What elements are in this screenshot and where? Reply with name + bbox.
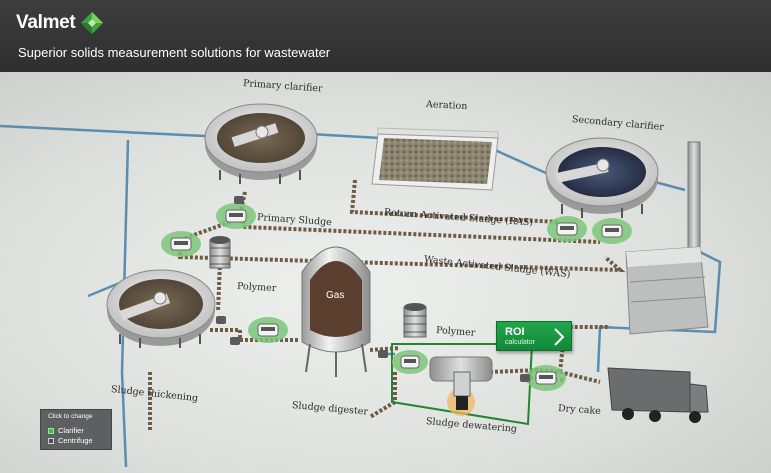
plant-diagram xyxy=(0,103,722,468)
sensor-markers xyxy=(161,203,632,391)
chevron-right-icon xyxy=(553,327,565,352)
dewatering-zone xyxy=(391,343,534,426)
pumps xyxy=(216,196,530,382)
toggle-title: Click to change xyxy=(48,413,93,420)
roi-title: ROI xyxy=(505,326,525,338)
label-gas: Gas xyxy=(326,290,345,301)
sensor-thickener-feed xyxy=(161,231,201,257)
aeration-basin xyxy=(371,127,499,191)
sensor-dewatering-feed xyxy=(392,350,428,374)
page-subtitle: Superior solids measurement solutions fo… xyxy=(18,45,331,60)
polymer-tank-1 xyxy=(209,236,231,269)
sensor-ras-2 xyxy=(592,218,632,244)
valmet-diamond-icon xyxy=(79,10,105,36)
option-centrifuge[interactable]: Centrifuge xyxy=(48,436,93,445)
plant-scene: Primary clarifier Aeration Secondary cla… xyxy=(0,72,771,473)
roi-calculator-button[interactable]: ROI calculator xyxy=(496,321,572,351)
label-polymer-1: Polymer xyxy=(236,281,277,295)
sensor-digester-feed xyxy=(248,317,288,343)
valmet-logo: Valmet xyxy=(16,10,105,36)
roi-subtitle: calculator xyxy=(505,339,535,346)
power-building xyxy=(625,141,709,335)
sensor-filtrate xyxy=(526,365,566,391)
radio-clarifier[interactable] xyxy=(48,427,54,434)
process-toggle-panel: Click to change Clarifier Centrifuge xyxy=(40,409,112,450)
primary-clarifier-tank xyxy=(204,103,318,184)
digester-silo xyxy=(301,246,371,377)
dump-truck xyxy=(607,367,709,423)
option-centrifuge-label: Centrifuge xyxy=(58,436,93,445)
label-aeration: Aeration xyxy=(425,99,468,113)
header-bar: Valmet Superior solids measurement solut… xyxy=(0,0,771,72)
sensor-ras-1 xyxy=(547,216,587,242)
option-clarifier[interactable]: Clarifier xyxy=(48,426,84,435)
secondary-clarifier-tank xyxy=(545,137,659,218)
thickening-clarifier-tank xyxy=(106,269,216,348)
option-clarifier-label: Clarifier xyxy=(58,426,84,435)
brand-name: Valmet xyxy=(16,12,76,33)
radio-centrifuge[interactable] xyxy=(48,437,54,444)
polymer-tank-2 xyxy=(403,303,427,338)
sensor-primary-sludge xyxy=(216,203,256,229)
